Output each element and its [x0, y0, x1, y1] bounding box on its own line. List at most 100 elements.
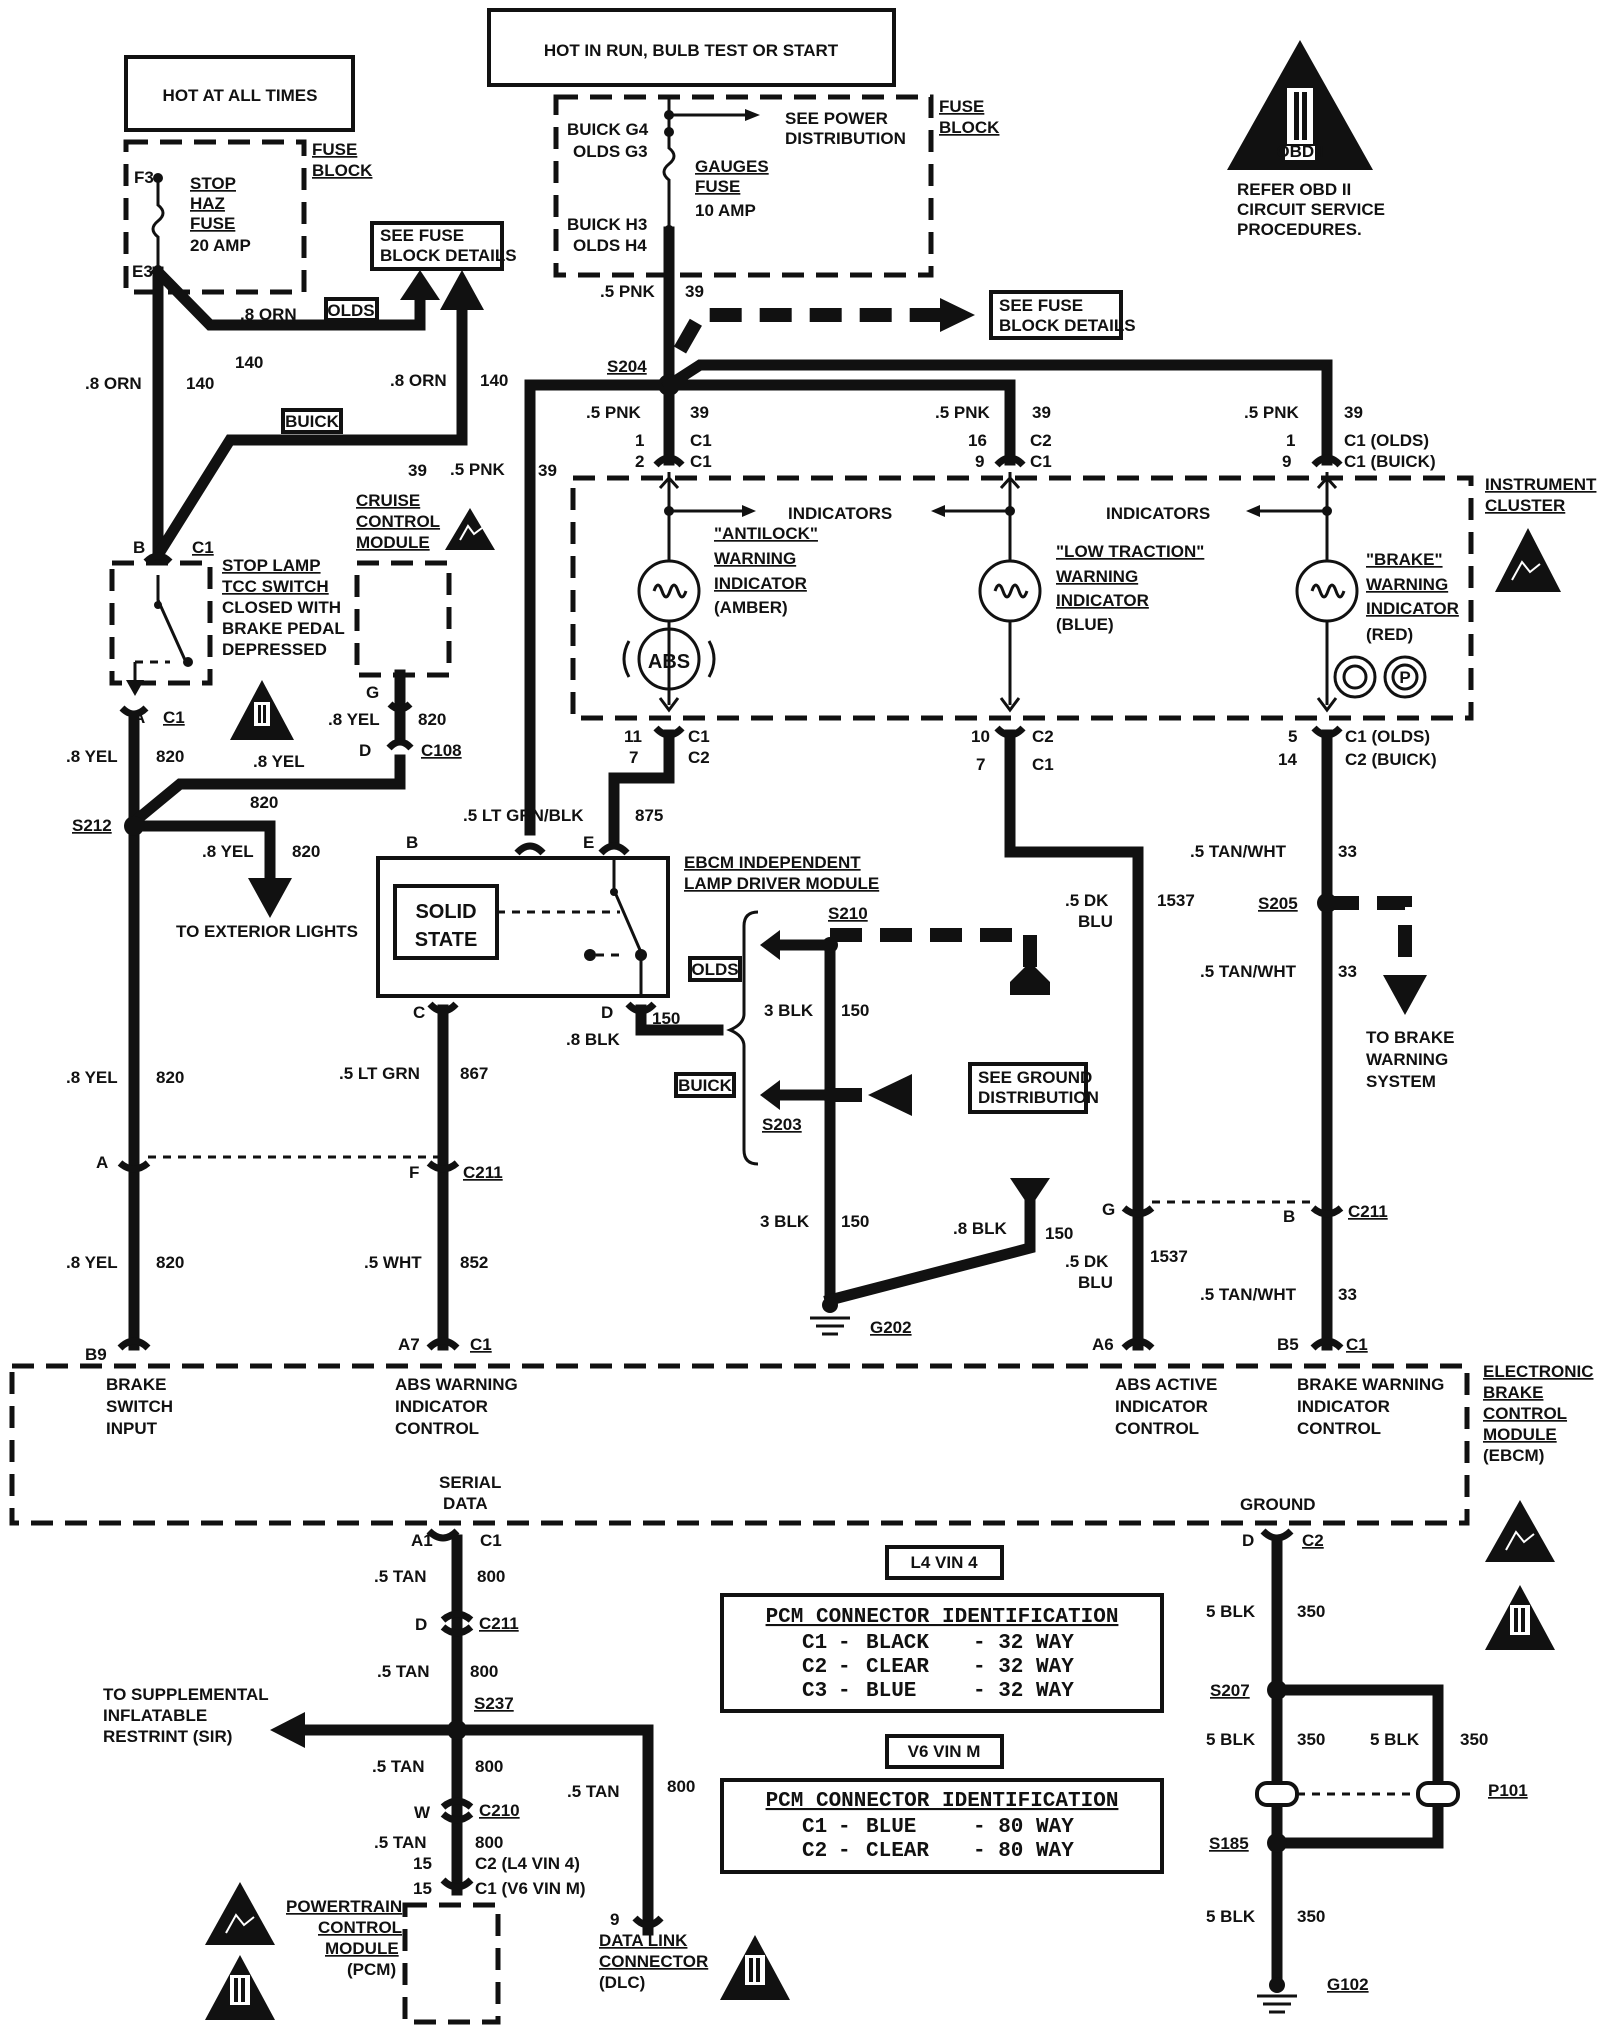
diagram-label: C2	[688, 748, 710, 767]
diagram-label: (RED)	[1366, 625, 1413, 644]
diagram-label: E	[583, 833, 594, 852]
diagram-label: .5 PNK	[586, 403, 642, 422]
diagram-label: 14	[1278, 750, 1297, 769]
diagram-label: FUSE	[939, 97, 984, 116]
diagram-label: 800	[470, 1662, 498, 1681]
ground-icon	[1257, 1994, 1297, 2014]
diagram-label: .8 BLK	[566, 1030, 621, 1049]
diagram-label: SWITCH	[106, 1397, 173, 1416]
arrow-right-icon	[745, 109, 760, 121]
diagram-label: 140	[480, 371, 508, 390]
arrow-up-icon	[440, 270, 484, 310]
diagram-label: (BLUE)	[1056, 615, 1114, 634]
diagram-label: .5 TAN	[374, 1833, 427, 1852]
diagram-label: C2	[802, 1840, 827, 1863]
diagram-label: (PCM)	[347, 1960, 396, 1979]
diagram-label: -	[838, 1632, 851, 1655]
diagram-label: 820	[292, 842, 320, 861]
diagram-label: FUSE	[190, 214, 235, 233]
diagram-label: S212	[72, 816, 112, 835]
diagram-label: DEPRESSED	[222, 640, 327, 659]
diagram-label: 1537	[1150, 1247, 1188, 1266]
diagram-label: 15	[413, 1879, 432, 1898]
diagram-label: BUICK H3	[567, 215, 647, 234]
diagram-label: FUSE	[312, 140, 357, 159]
diagram-label: -	[838, 1840, 851, 1863]
ground-icon	[810, 1316, 850, 1336]
diagram-label: BUICK G4	[567, 120, 649, 139]
diagram-label: MODULE	[356, 533, 430, 552]
brake-indicator: P	[1246, 472, 1427, 713]
diagram-label: A6	[1092, 1335, 1114, 1354]
diagram-label: "LOW TRACTION"	[1056, 542, 1204, 561]
diagram-label: 39	[1032, 403, 1051, 422]
ground-symbol-icon	[1010, 962, 1050, 995]
diagram-label: C211	[479, 1614, 519, 1633]
diagram-label: L4 VIN 4	[910, 1553, 978, 1572]
diagram-label: "ANTILOCK"	[714, 524, 818, 543]
diagram-label: .8 YEL	[66, 1068, 118, 1087]
diagram-label: ABS	[648, 651, 690, 673]
diagram-label: 39	[538, 461, 557, 480]
ground-symbol-icon	[1010, 1178, 1050, 1208]
diagram-label: 5 BLK	[1370, 1730, 1420, 1749]
diagram-label: G102	[1327, 1975, 1369, 1994]
diagram-label: .5 PNK	[450, 460, 506, 479]
diagram-label: RESTRINT (SIR)	[103, 1727, 232, 1746]
diagram-label: C1 (OLDS)	[1345, 727, 1430, 746]
diagram-label: TO SUPPLEMENTAL	[103, 1685, 269, 1704]
diagram-label: C2	[1030, 431, 1052, 450]
diagram-label: 1	[635, 431, 644, 450]
diagram-label: BLUE	[866, 1816, 916, 1839]
diagram-label: .5 PNK	[600, 282, 656, 301]
diagram-label: C1	[688, 727, 710, 746]
diagram-label: P	[1399, 668, 1410, 687]
diagram-label: GROUND	[1240, 1495, 1316, 1514]
diagram-label: BRAKE	[106, 1375, 166, 1394]
diagram-label: .5 WHT	[364, 1253, 422, 1272]
see-fuse-block-details-center: SEE FUSE BLOCK DETAILS	[989, 290, 1136, 340]
diagram-label: CONNECTOR	[599, 1952, 708, 1971]
diagram-label: 5	[1288, 727, 1297, 746]
diagram-label: (DLC)	[599, 1973, 645, 1992]
diagram-label: GAUGES	[695, 157, 769, 176]
diagram-label: 33	[1338, 962, 1357, 981]
diagram-label: CONTROL	[395, 1419, 479, 1438]
diagram-label: C1 (OLDS)	[1344, 431, 1429, 450]
diagram-label: INDICATOR	[1366, 599, 1459, 618]
instrument-cluster	[570, 475, 1474, 721]
diagram-label: 9	[975, 452, 984, 471]
diagram-label: 2	[635, 452, 644, 471]
diagram-label: G	[1102, 1200, 1115, 1219]
diagram-label: C1	[1032, 755, 1054, 774]
diagram-label: C2 (BUICK)	[1345, 750, 1437, 769]
diagram-label: G	[366, 683, 379, 702]
diagram-label: D	[415, 1615, 427, 1634]
diagram-label: BLU	[1078, 912, 1113, 931]
diagram-label: C211	[1348, 1202, 1388, 1221]
diagram-label: D	[1242, 1531, 1254, 1550]
diagram-label: C1	[690, 452, 712, 471]
diagram-label: B	[1283, 1207, 1295, 1226]
diagram-label: C1	[802, 1632, 827, 1655]
diagram-label: SEE GROUND	[978, 1068, 1092, 1087]
diagram-label: 33	[1338, 842, 1357, 861]
diagram-label: 800	[475, 1833, 503, 1852]
diagram-label: ELECTRONIC	[1483, 1362, 1594, 1381]
obd-refer-text: REFER OBD II CIRCUIT SERVICE PROCEDURES.	[1237, 180, 1385, 239]
diagram-label: CONTROL	[356, 512, 440, 531]
arrow-left-icon	[760, 930, 780, 960]
diagram-label: PCM CONNECTOR IDENTIFICATION	[766, 1606, 1119, 1629]
diagram-label: WARNING	[1056, 567, 1138, 586]
diagram-label: F3	[134, 168, 154, 187]
diagram-label: .8 YEL	[66, 747, 118, 766]
diagram-label: C2	[1302, 1531, 1324, 1550]
diagram-label: .8 ORN	[85, 374, 142, 393]
diagram-label: P101	[1488, 1781, 1528, 1800]
diagram-label: OLDS H4	[573, 236, 647, 255]
diagram-label: (EBCM)	[1483, 1446, 1544, 1465]
diagram-label: C3	[802, 1680, 827, 1703]
diagram-label: 800	[475, 1757, 503, 1776]
diagram-label: INPUT	[106, 1419, 158, 1438]
